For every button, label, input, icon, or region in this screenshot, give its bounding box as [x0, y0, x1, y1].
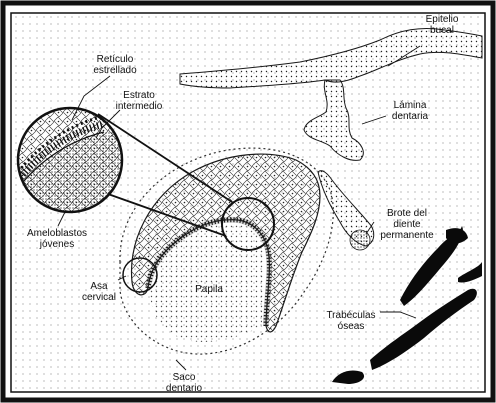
label-ameloblastos-line1: Ameloblastos	[16, 228, 98, 239]
label-papila: Papila	[184, 284, 234, 295]
label-reticulo-estrellado-line1: Retículo	[80, 54, 150, 65]
label-saco-dentario-line1: Saco	[154, 372, 214, 383]
label-epitelio-bucal-line2: bucal	[412, 25, 472, 36]
label-epitelio-bucal-line1: Epitelio	[412, 14, 472, 25]
label-ameloblastos-line2: jóvenes	[16, 239, 98, 250]
label-brote-line3: permanente	[370, 230, 444, 241]
label-brote-line2: diente	[370, 219, 444, 230]
label-lamina-dentaria: Lámina dentaria	[378, 100, 442, 122]
label-brote-diente-permanente: Brote del diente permanente	[370, 208, 444, 241]
label-estrato-intermedio-line1: Estrato	[106, 90, 172, 101]
label-trabeculas-line1: Trabéculas	[316, 310, 386, 321]
label-asa-cervical: Asa cervical	[74, 281, 124, 303]
label-epitelio-bucal: Epitelio bucal	[412, 14, 472, 36]
label-saco-dentario: Saco dentario	[154, 372, 214, 394]
label-saco-dentario-line2: dentario	[154, 383, 214, 394]
label-ameloblastos-jovenes: Ameloblastos jóvenes	[16, 228, 98, 250]
label-estrato-intermedio: Estrato intermedio	[106, 90, 172, 112]
label-lamina-dentaria-line2: dentaria	[378, 111, 442, 122]
label-asa-cervical-line2: cervical	[74, 292, 124, 303]
label-lamina-dentaria-line1: Lámina	[378, 100, 442, 111]
label-estrato-intermedio-line2: intermedio	[106, 101, 172, 112]
label-asa-cervical-line1: Asa	[74, 281, 124, 292]
label-trabeculas-oseas: Trabéculas óseas	[316, 310, 386, 332]
label-papila-line1: Papila	[184, 284, 234, 295]
label-brote-line1: Brote del	[370, 208, 444, 219]
label-reticulo-estrellado-line2: estrellado	[80, 65, 150, 76]
label-trabeculas-line2: óseas	[316, 321, 386, 332]
label-reticulo-estrellado: Retículo estrellado	[80, 54, 150, 76]
